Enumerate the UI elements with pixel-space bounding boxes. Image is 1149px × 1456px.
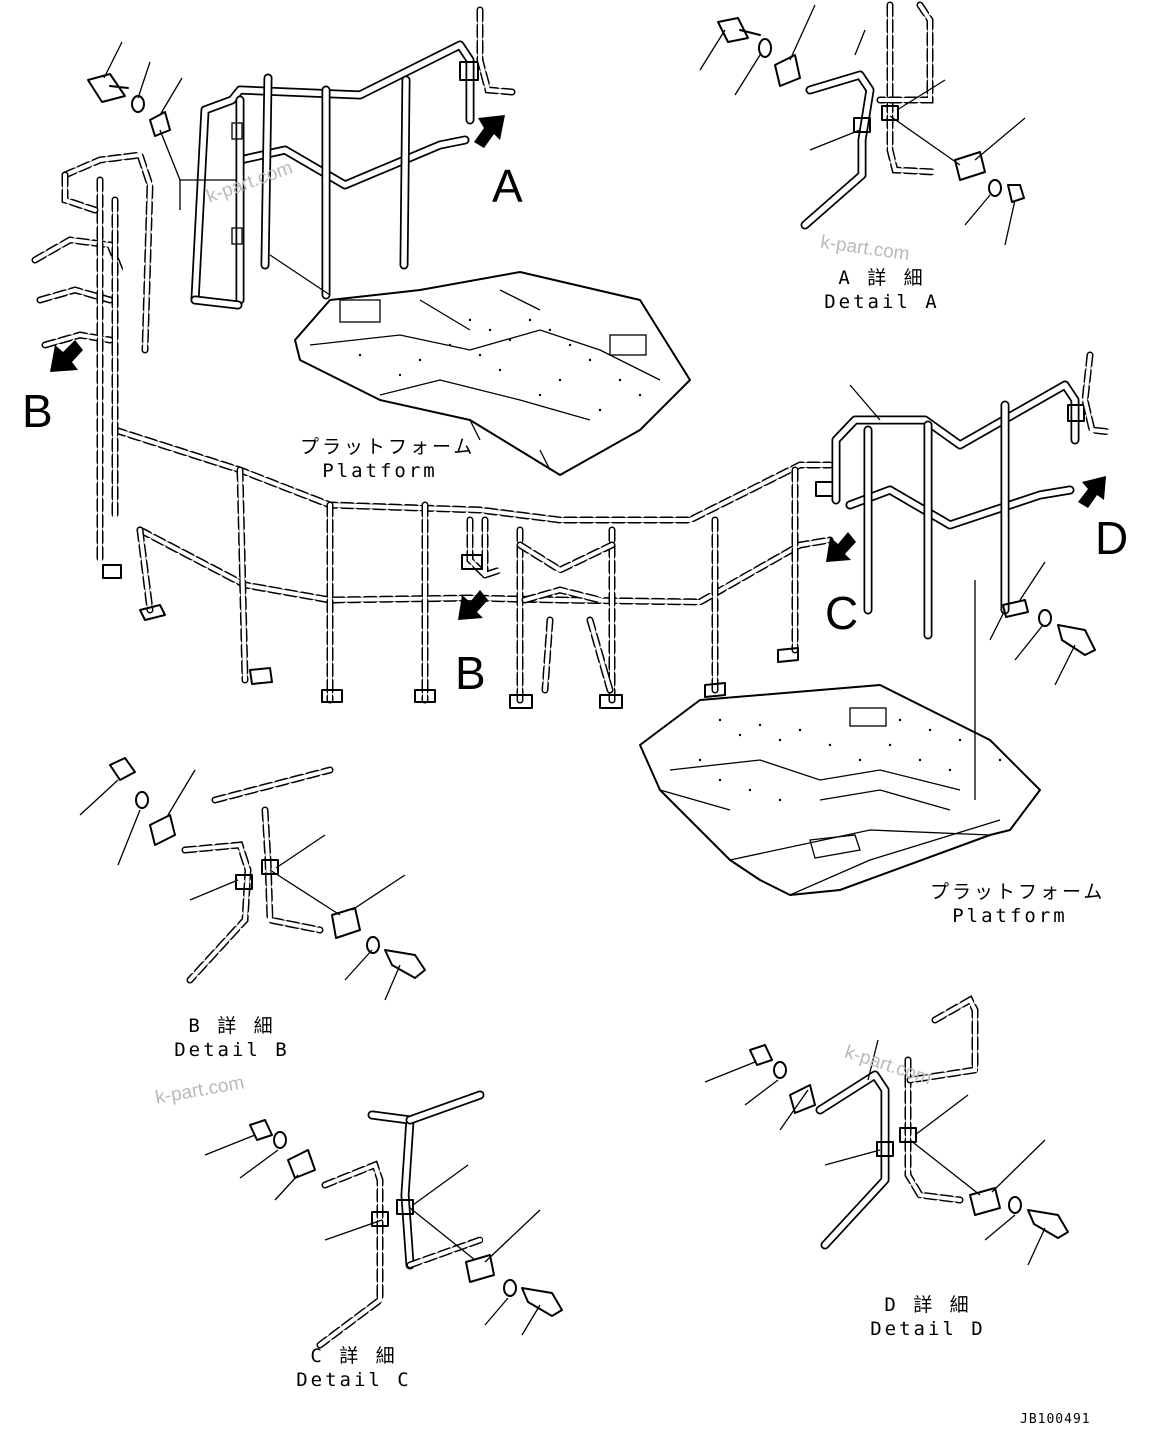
- platform-top-label-jp: プラットフォーム: [300, 436, 476, 458]
- platform-bottom: [639, 684, 1041, 896]
- platform-top-perforation: [358, 318, 642, 412]
- platform-bottom-perforation: [698, 718, 1002, 802]
- platform-top-label-en: Platform: [322, 460, 438, 482]
- detail-b-label-jp: B 詳 細: [188, 1015, 276, 1037]
- platform-top-caption: プラットフォーム Platform: [300, 435, 476, 483]
- detail-d-label-jp: D 詳 細: [884, 1294, 972, 1316]
- detail-b-label-en: Detail B: [174, 1039, 290, 1061]
- detail-d-caption: D 詳 細 Detail D: [868, 1293, 988, 1341]
- detail-c-label-jp: C 詳 細: [310, 1345, 398, 1367]
- arrow-d: [1078, 476, 1106, 508]
- detail-c-caption: C 詳 細 Detail C: [294, 1344, 414, 1392]
- fasteners-top-left: [87, 41, 183, 181]
- arrow-b-center: [458, 590, 488, 620]
- detail-b-drawing: [79, 757, 426, 1001]
- detail-c-label-en: Detail C: [296, 1369, 412, 1391]
- platform-top: [294, 271, 691, 476]
- platform-bottom-label-en: Platform: [952, 905, 1068, 927]
- detail-a-label-en: Detail A: [824, 291, 940, 313]
- detail-c-drawing: [204, 1090, 563, 1349]
- callout-b-center: B: [455, 647, 486, 699]
- drawing-code: JB100491: [1020, 1412, 1091, 1427]
- platform-bottom-label-jp: プラットフォーム: [930, 881, 1106, 903]
- callout-b-left: B: [22, 385, 53, 437]
- center-ladder-rail: [509, 526, 623, 709]
- arrow-b-left: [50, 340, 83, 372]
- detail-b-caption: B 詳 細 Detail B: [172, 1014, 292, 1062]
- left-ladder: [31, 151, 154, 579]
- detail-d-label-en: Detail D: [870, 1318, 986, 1340]
- arrow-c: [826, 532, 856, 562]
- detail-a-caption: A 詳 細 Detail A: [822, 266, 942, 314]
- arrow-a: [474, 115, 505, 148]
- detail-d-drawing: [704, 995, 1069, 1266]
- callout-a: A: [492, 160, 523, 212]
- platform-bottom-caption: プラットフォーム Platform: [930, 880, 1106, 928]
- main-handrail: [111, 426, 835, 704]
- callout-d: D: [1095, 512, 1129, 564]
- detail-a-drawing: [699, 1, 1026, 246]
- callout-c: C: [825, 587, 859, 639]
- detail-a-label-jp: A 詳 細: [838, 267, 926, 289]
- handrail-right: [831, 351, 1114, 800]
- handrail-top: [179, 6, 516, 310]
